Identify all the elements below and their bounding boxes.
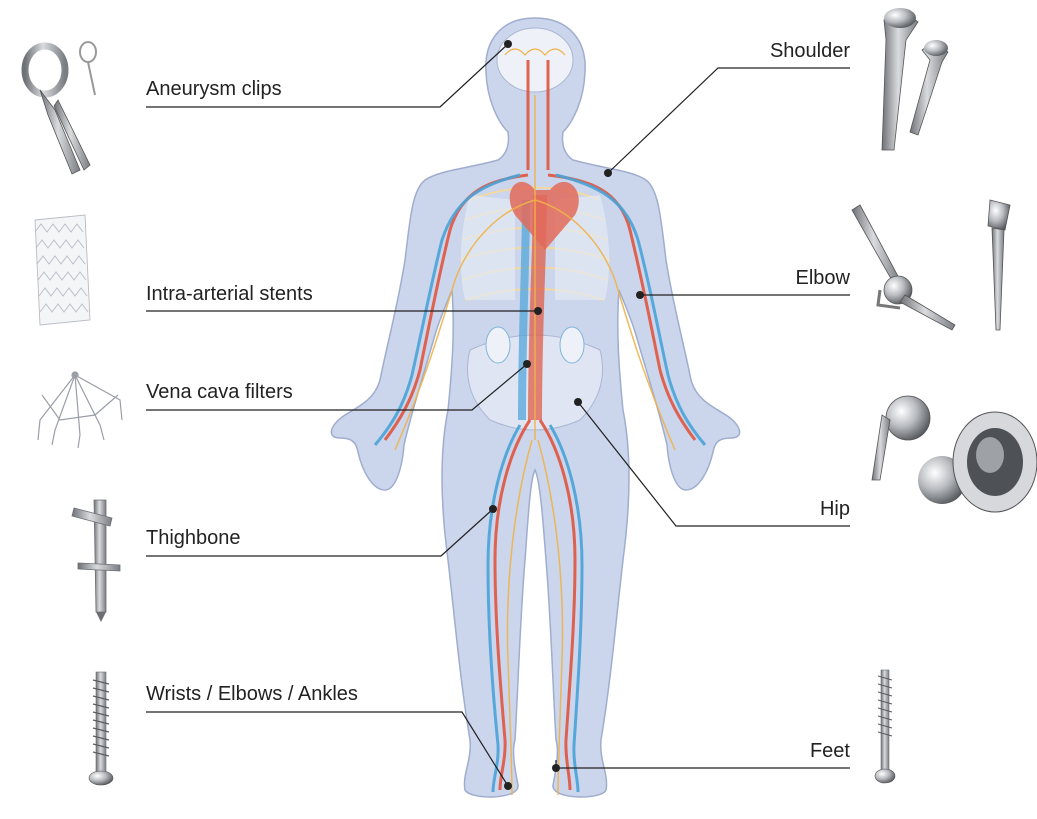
aneurysm-clip-icon	[25, 42, 96, 174]
human-body-figure	[331, 18, 739, 797]
vena-cava-filter-icon	[38, 372, 122, 448]
intramedullary-nail-icon	[72, 500, 120, 622]
label-shoulder: Shoulder	[770, 40, 850, 62]
brain	[497, 28, 573, 92]
label-elbow: Elbow	[796, 267, 850, 289]
label-hip: Hip	[820, 498, 850, 520]
feet-screw-icon	[875, 670, 895, 783]
label-thighbone: Thighbone	[146, 527, 241, 549]
bone-screw-icon	[89, 672, 113, 785]
vena-cava	[522, 200, 526, 420]
label-feet: Feet	[810, 740, 850, 762]
elbow-implant-icon	[852, 200, 1010, 330]
stent-icon	[35, 215, 90, 325]
shoulder-implant-icon	[882, 8, 948, 150]
label-wrists-elbows-ankles: Wrists / Elbows / Ankles	[146, 683, 358, 705]
label-vena-cava-filters: Vena cava filters	[146, 381, 293, 403]
leader-wrists-elbows-ankles	[146, 712, 508, 786]
hip-implant-icon	[872, 396, 1037, 512]
label-intra-arterial-stents: Intra-arterial stents	[146, 283, 313, 305]
label-aneurysm-clips: Aneurysm clips	[146, 78, 282, 100]
leader-shoulder	[608, 68, 850, 173]
